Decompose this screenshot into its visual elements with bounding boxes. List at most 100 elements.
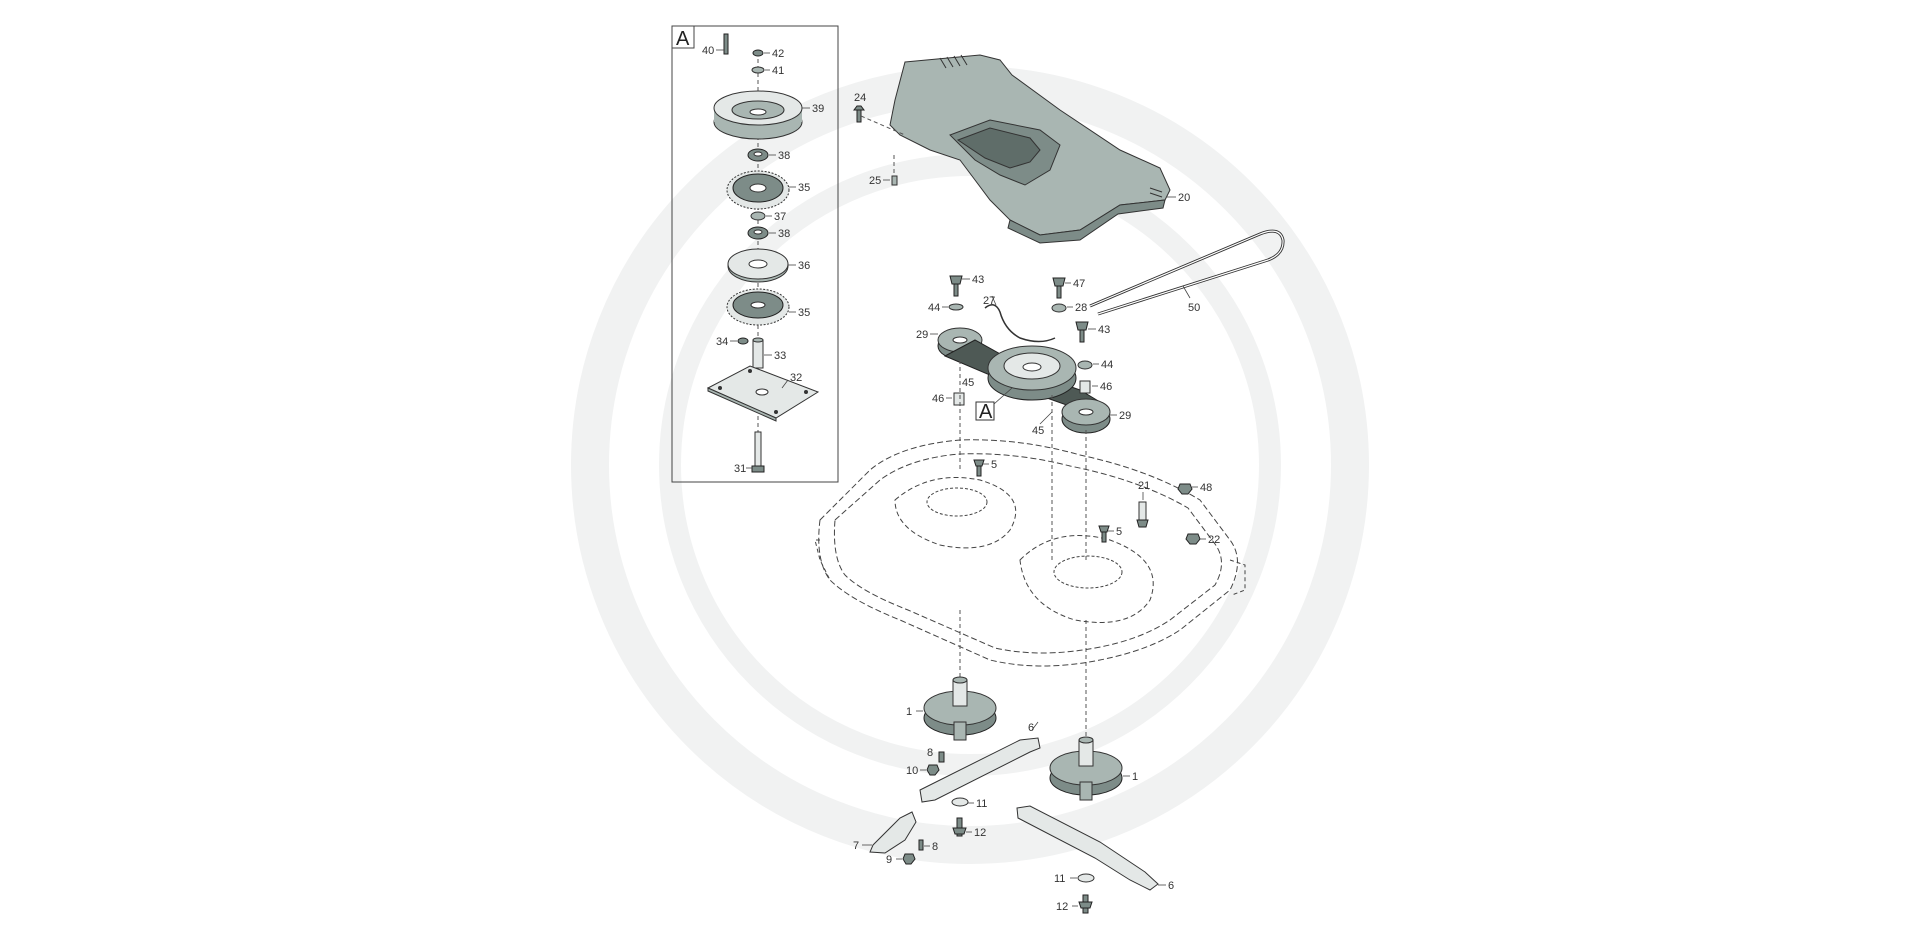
part-label-44-left: 44 — [928, 302, 940, 314]
part-label-42: 42 — [772, 48, 784, 60]
part-label-48: 48 — [1200, 482, 1212, 494]
shaft-33: 33 — [752, 337, 786, 369]
washer-41: 41 — [751, 65, 784, 77]
part-label-20: 20 — [1178, 192, 1190, 204]
part-label-27: 27 — [983, 295, 995, 307]
part-label-29-right: 29 — [1119, 410, 1131, 422]
part-label-38-lower: 38 — [778, 228, 790, 240]
part-label-43-left: 43 — [972, 274, 984, 286]
nut-22: 22 — [1185, 533, 1220, 546]
part-label-44-right: 44 — [1101, 359, 1113, 371]
part-label-41: 41 — [772, 65, 784, 77]
mower-deck — [814, 439, 1246, 667]
bolt-40: 40 — [702, 33, 729, 57]
screw-24: 24 — [853, 92, 906, 136]
bolt-47: 47 — [1052, 277, 1085, 299]
part-label-22: 22 — [1208, 534, 1220, 546]
assembly-guides — [959, 360, 1087, 740]
detail-box-a: A 40 42 41 39 — [671, 25, 839, 483]
part-label-45-upper: 45 — [962, 377, 974, 389]
bolt-5-right: 5 — [1098, 525, 1122, 543]
plate-36: 36 — [727, 248, 810, 283]
bolt-43-right: 43 — [1075, 321, 1110, 343]
part-label-34: 34 — [716, 336, 728, 348]
belt-cover-20: 20 — [889, 54, 1190, 244]
blade-6-left: 6 — [919, 721, 1041, 803]
spring-27: 27 — [983, 295, 1056, 343]
part-label-12-right: 12 — [1056, 901, 1068, 913]
part-label-11-left: 11 — [976, 798, 987, 810]
part-label-43-right: 43 — [1098, 324, 1110, 336]
part-label-24: 24 — [854, 92, 866, 104]
screw-25: 25 — [869, 155, 898, 187]
part-label-5-right: 5 — [1116, 526, 1122, 538]
part-label-50: 50 — [1188, 302, 1200, 314]
part-label-39: 39 — [812, 103, 824, 115]
label-45-lower: 45 — [1032, 411, 1053, 437]
nut-10: 10 — [906, 764, 940, 777]
part-label-32: 32 — [790, 372, 802, 384]
stud-21: 21 — [1136, 480, 1150, 528]
bolt-12-right: 12 — [1056, 894, 1093, 914]
part-label-10: 10 — [906, 765, 918, 777]
mounting-plate-32: 32 — [706, 365, 820, 422]
part-label-31: 31 — [734, 463, 746, 475]
detail-box-label: A — [676, 28, 690, 50]
blade-7: 7 — [853, 811, 917, 854]
part-label-25: 25 — [869, 175, 881, 187]
part-label-29-left: 29 — [916, 329, 928, 341]
part-label-45-lower: 45 — [1032, 425, 1044, 437]
part-label-33: 33 — [774, 350, 786, 362]
part-label-35-lower: 35 — [798, 307, 810, 319]
callout-a-deck-label: A — [979, 401, 993, 423]
pulley-39: 39 — [713, 90, 824, 140]
part-label-28: 28 — [1075, 302, 1087, 314]
part-label-8-upper: 8 — [927, 747, 933, 759]
part-label-21: 21 — [1138, 480, 1150, 492]
nut-48: 48 — [1177, 482, 1212, 495]
part-label-40: 40 — [702, 45, 714, 57]
part-label-36: 36 — [798, 260, 810, 272]
part-label-1-right: 1 — [1132, 771, 1138, 783]
idler-pulley-29-right: 29 — [1061, 398, 1131, 434]
part-label-5-left: 5 — [991, 459, 997, 471]
blade-6-right: 6 — [1016, 805, 1174, 892]
part-label-6-right: 6 — [1168, 880, 1174, 892]
part-label-38-upper: 38 — [778, 150, 790, 162]
part-label-35-upper: 35 — [798, 182, 810, 194]
washer-34: 34 — [716, 336, 749, 348]
part-label-37: 37 — [774, 211, 786, 223]
label-45-upper: 45 — [962, 377, 974, 389]
bolt-5-left: 5 — [973, 459, 997, 477]
washer-11-right: 11 — [1054, 873, 1095, 885]
spindle-1-right: 1 — [1049, 736, 1138, 801]
spindle-1-left: 1 — [906, 676, 997, 741]
gear-35-lower: 35 — [726, 288, 810, 326]
part-label-12-left: 12 — [974, 827, 986, 839]
washer-44-right: 44 — [1077, 359, 1113, 371]
gear-35-upper: 35 — [726, 170, 810, 210]
bearing-38-upper: 38 — [747, 148, 790, 162]
bolt-43-left: 43 — [949, 274, 984, 297]
bolt-31: 31 — [734, 431, 765, 475]
nut-42: 42 — [752, 48, 784, 60]
bearing-38-lower: 38 — [747, 226, 790, 240]
part-label-11-right: 11 — [1054, 873, 1065, 885]
part-label-8-lower: 8 — [932, 841, 938, 853]
bolt-8-upper: 8 — [927, 747, 945, 763]
v-belt-50: 50 — [1089, 229, 1285, 316]
spacer-37: 37 — [750, 211, 786, 223]
part-label-6-left: 6 — [1028, 722, 1034, 734]
washer-28: 28 — [1051, 302, 1087, 314]
part-label-46-right: 46 — [1100, 381, 1112, 393]
main-pulley — [987, 345, 1077, 401]
spacer-46-left: 46 — [932, 392, 965, 406]
part-label-9: 9 — [886, 854, 892, 866]
spacer-46-right: 46 — [1079, 380, 1112, 394]
part-label-1-left: 1 — [906, 706, 912, 718]
bolt-12-left: 12 — [952, 817, 986, 839]
part-label-7: 7 — [853, 840, 859, 852]
part-label-46-left: 46 — [932, 393, 944, 405]
washer-11-left: 11 — [951, 797, 987, 810]
